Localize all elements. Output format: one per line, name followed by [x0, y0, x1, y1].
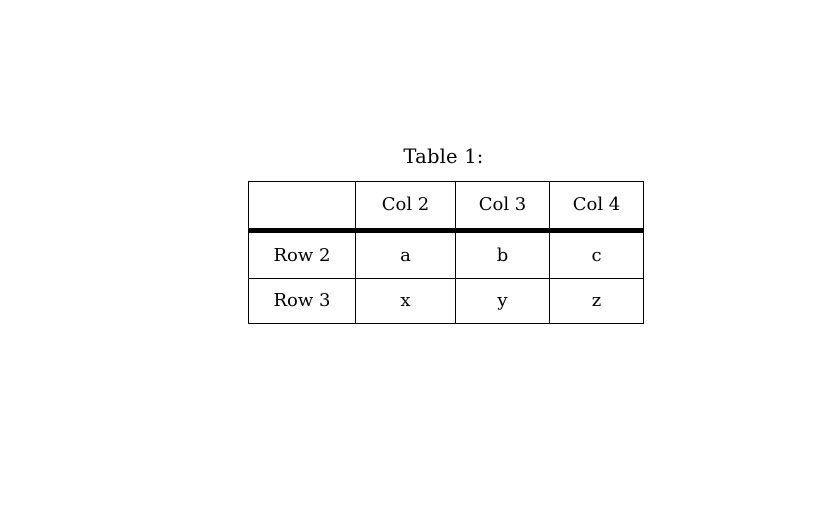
- table-container: Col 2 Col 3 Col 4 Row 2 a b c Row 3 x y …: [248, 181, 644, 324]
- header-cell-col-3: Col 3: [455, 181, 550, 233]
- table-header-row: Col 2 Col 3 Col 4: [248, 181, 644, 233]
- table-row: Row 3 x y z: [248, 278, 644, 324]
- cell-row-2-col-2: a: [355, 230, 456, 279]
- header-cell-corner: [248, 181, 356, 233]
- row-header-row-2: Row 2: [248, 230, 356, 279]
- header-cell-col-2: Col 2: [355, 181, 456, 233]
- header-cell-col-4: Col 4: [549, 181, 644, 233]
- cell-row-2-col-4: c: [549, 230, 644, 279]
- data-table: Col 2 Col 3 Col 4 Row 2 a b c Row 3 x y …: [248, 181, 644, 324]
- cell-row-2-col-3: b: [455, 230, 550, 279]
- cell-row-3-col-3: y: [455, 278, 550, 324]
- row-header-row-3: Row 3: [248, 278, 356, 324]
- cell-row-3-col-2: x: [355, 278, 456, 324]
- table-caption: Table 1:: [403, 145, 484, 168]
- table-row: Row 2 a b c: [248, 230, 644, 279]
- cell-row-3-col-4: z: [549, 278, 644, 324]
